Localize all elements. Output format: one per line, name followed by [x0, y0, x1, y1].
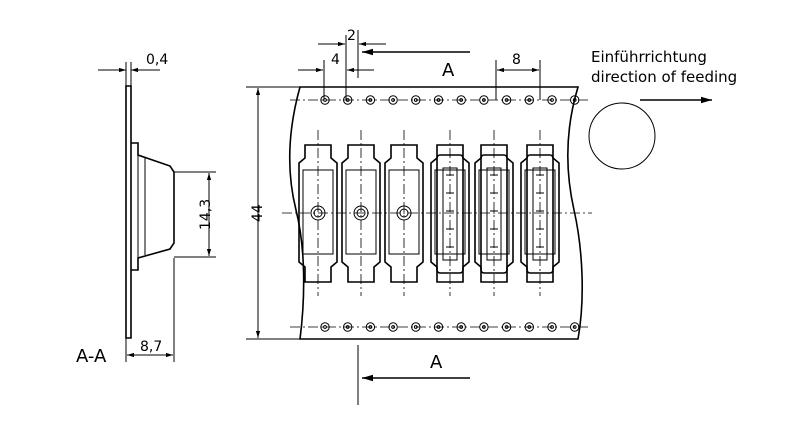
sprocket-hole-inner [391, 98, 396, 102]
sprocket-hole-inner [504, 325, 509, 329]
tape-pocket [384, 144, 424, 283]
section-label: A-A [76, 346, 107, 367]
sprocket-hole-inner [368, 325, 373, 329]
sprocket-hole-inner [527, 325, 532, 329]
sprocket-hole-inner [527, 98, 532, 102]
sprocket-hole [456, 322, 466, 332]
dim-offset-label: 2 [347, 28, 356, 44]
sprocket-hole-inner [572, 98, 577, 102]
sprocket-hole [365, 322, 376, 332]
sprocket-hole [320, 322, 330, 332]
sprocket-hole [524, 322, 534, 332]
dim-pitch-large-label: 8 [512, 52, 521, 68]
sprocket-hole-inner [413, 98, 418, 102]
sprocket-hole-inner [413, 325, 418, 329]
section-view: 0,4 14,3 8,7 A-A [76, 52, 216, 367]
sprocket-hole [411, 322, 421, 332]
tape-view: 44 A A 2 4 8 [246, 28, 592, 405]
dim-depth-label: 8,7 [140, 339, 162, 355]
sprocket-hole [388, 95, 398, 105]
sprocket-hole [343, 322, 353, 332]
feed-direction: Einführrichtung direction of feeding [588, 48, 737, 170]
sprocket-hole-inner [323, 325, 327, 329]
section-marker-bottom: A [430, 352, 443, 373]
sprocket-hole-inner [459, 98, 464, 102]
feed-label-de: Einführrichtung [591, 48, 707, 66]
sprocket-hole [479, 322, 489, 332]
sprocket-hole [479, 95, 489, 105]
sprocket-hole [570, 322, 580, 332]
sprocket-hole [343, 95, 353, 105]
sprocket-hole-inner [368, 98, 373, 102]
sprocket-hole-inner [504, 98, 509, 102]
sprocket-hole-inner [436, 98, 441, 102]
sprocket-hole [320, 95, 330, 105]
dim-tape-width-label: 44 [250, 204, 266, 222]
sprocket-hole [456, 95, 466, 105]
tape-pocket [298, 144, 338, 283]
tape-pocket [341, 144, 381, 283]
sprocket-hole-inner [391, 325, 396, 329]
sprocket-hole [501, 322, 512, 332]
sprocket-hole [411, 95, 421, 105]
sprocket-hole [501, 95, 512, 105]
dim-cavity-height-label: 14,3 [198, 199, 214, 230]
dim-pitch-small-label: 4 [331, 52, 340, 68]
sprocket-hole [433, 95, 444, 105]
sprocket-hole [388, 322, 398, 332]
sprocket-hole [547, 322, 557, 332]
sprocket-hole [365, 95, 376, 105]
sprocket-hole [570, 95, 580, 105]
sprocket-hole [433, 322, 444, 332]
sprocket-hole-inner [572, 325, 577, 329]
sprocket-hole [524, 95, 534, 105]
sprocket-hole-inner [459, 325, 464, 329]
sprocket-hole-inner [550, 98, 554, 102]
feed-label-en: direction of feeding [591, 68, 737, 86]
section-marker-top: A [442, 60, 455, 81]
sprocket-hole-inner [550, 325, 554, 329]
sprocket-hole-inner [482, 98, 486, 102]
sprocket-hole-inner [482, 325, 486, 329]
sprocket-hole [547, 95, 557, 105]
sprocket-hole-inner [436, 325, 441, 329]
sprocket-hole-inner [345, 325, 350, 329]
dim-thickness-label: 0,4 [146, 52, 168, 68]
sprocket-holes [320, 95, 580, 332]
pockets [298, 130, 560, 296]
